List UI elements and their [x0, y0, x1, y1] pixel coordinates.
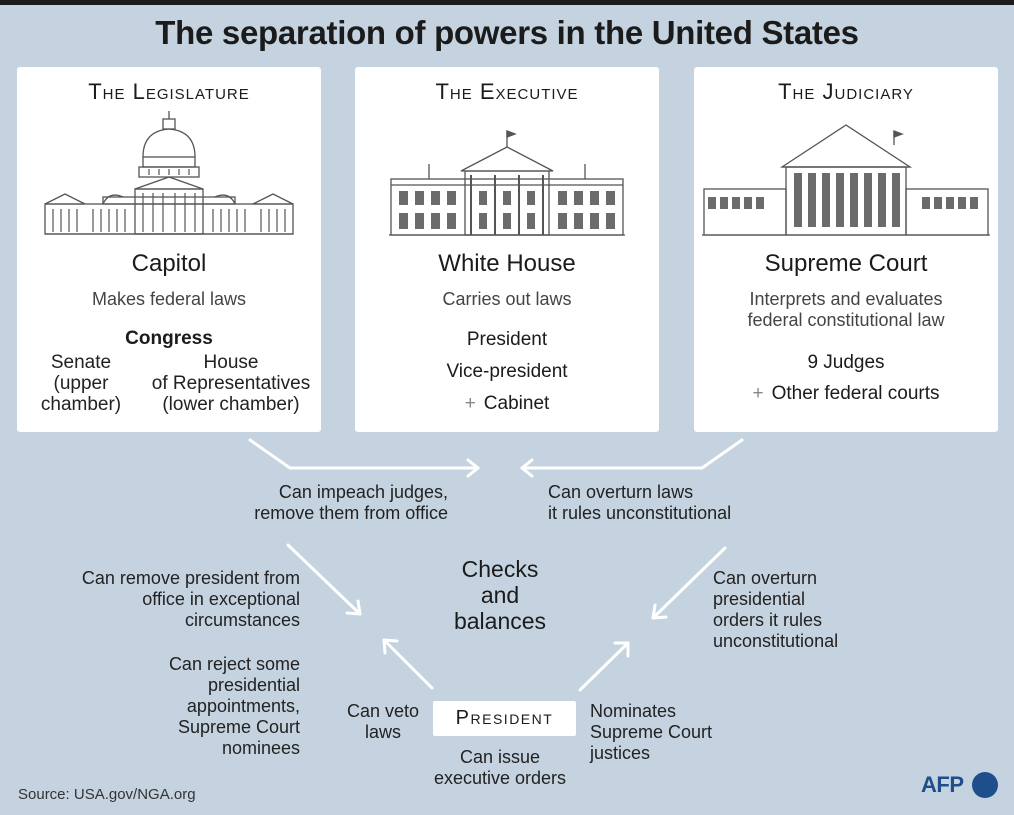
top-rule	[0, 0, 1014, 5]
supreme-court-name: Supreme Court	[764, 250, 928, 277]
plus-icon: +	[752, 383, 764, 404]
legislature-role: Makes federal laws	[91, 289, 247, 309]
cabinet-member: +Cabinet	[464, 393, 550, 414]
executive-panel: The Executive White House Carries out la…	[355, 67, 659, 432]
legislature-heading: The Legislature	[88, 79, 250, 104]
white-house-icon	[389, 130, 625, 236]
judiciary-heading: The Judiciary	[778, 79, 914, 104]
congress-label: Congress	[125, 328, 213, 349]
page-title: The separation of powers in the United S…	[155, 14, 859, 51]
remove-president-label: Can remove president from office in exce…	[81, 568, 300, 630]
veto-arrow	[382, 638, 434, 690]
remove-president-arrow	[286, 543, 362, 616]
veto-label: Can veto laws	[346, 701, 420, 742]
supreme-court-icon	[702, 124, 990, 236]
source-note: Source: USA.gov/NGA.org	[18, 786, 196, 803]
overturn-orders-label: Can overturn presidential orders it rule…	[713, 568, 839, 651]
judiciary-role: Interprets and evaluates federal constit…	[747, 289, 945, 330]
house-label: House of Representatives (lower chamber)	[151, 352, 311, 415]
legislature-panel: The Legislature Capitol Makes federal	[17, 67, 321, 432]
afp-logo-dot	[972, 772, 998, 798]
nominates-label: Nominates Supreme Court justices	[590, 701, 713, 763]
checks-and-balances-title: Checks and balances	[453, 556, 547, 634]
president-member: President	[466, 329, 548, 350]
overturn-orders-arrow	[651, 546, 727, 620]
nominate-arrow	[578, 641, 630, 692]
reject-appointments-label: Can reject some presidential appointment…	[168, 654, 300, 758]
impeach-label: Can impeach judges, remove them from off…	[254, 482, 448, 523]
afp-logo: AFP	[921, 770, 1001, 800]
executive-role: Carries out laws	[442, 289, 572, 309]
vice-president-member: Vice-president	[446, 361, 568, 382]
afp-logo-text: AFP	[921, 772, 964, 797]
president-box: President	[433, 701, 576, 736]
white-house-name: White House	[438, 250, 576, 277]
senate-label: Senate (upper chamber)	[40, 352, 122, 415]
overturn-laws-label: Can overturn laws it rules unconstitutio…	[548, 482, 732, 523]
judiciary-panel: The Judiciary Supreme Court Interprets a…	[694, 67, 998, 432]
capitol-icon	[44, 111, 294, 235]
judges-count: 9 Judges	[807, 352, 885, 373]
executive-heading: The Executive	[435, 79, 579, 104]
plus-icon: +	[464, 393, 476, 414]
executive-orders-label: Can issue executive orders	[433, 747, 567, 788]
overturn-laws-arrow	[520, 438, 744, 470]
capitol-name: Capitol	[131, 250, 207, 277]
other-courts: +Other federal courts	[752, 383, 940, 404]
impeach-arrow	[248, 438, 480, 470]
